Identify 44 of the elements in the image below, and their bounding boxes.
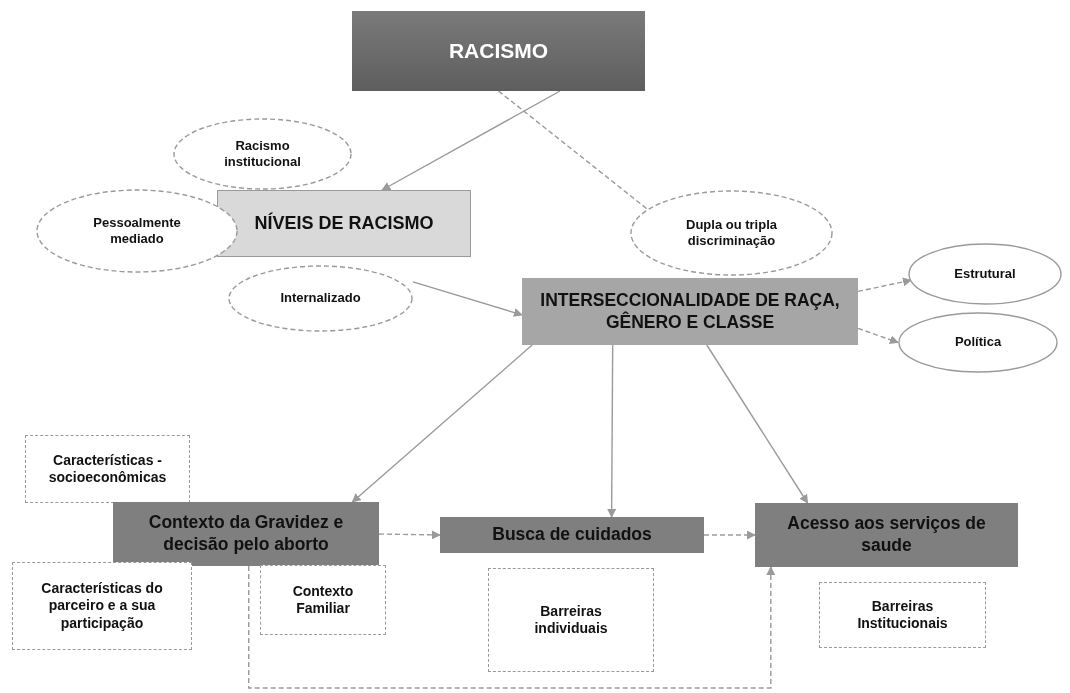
node-label: Busca de cuidados — [491, 524, 653, 546]
process-box — [217, 190, 471, 257]
node-label: Racismo institucional — [223, 137, 302, 171]
node-label: Características do parceiro e a sua participação — [40, 579, 164, 633]
dashed-box — [819, 582, 986, 648]
arrow — [703, 530, 756, 540]
arrow — [351, 344, 533, 503]
dashed-ellipse — [36, 189, 238, 273]
process-box — [440, 517, 704, 553]
dashed-ellipse — [173, 118, 352, 190]
node-label: Contexto Familiar — [291, 582, 355, 618]
node-label: Acesso aos serviços de saude — [786, 513, 987, 557]
ellipse — [898, 312, 1058, 373]
arrow — [381, 90, 561, 191]
dashed-ellipse — [630, 190, 833, 276]
process-box — [113, 502, 379, 566]
node-label: Contexto da Gravidez e decisão pelo aborto — [147, 512, 345, 556]
node-label: Dupla ou tripla discriminação — [685, 216, 778, 250]
title-text: RACISMO — [447, 37, 550, 64]
ellipse — [908, 243, 1062, 305]
node-label: Pessoalmente mediado — [92, 214, 182, 248]
dashed-box — [25, 435, 190, 503]
arrow — [706, 344, 809, 504]
node-label: Barreiras individuais — [533, 602, 609, 638]
arrow — [378, 530, 441, 540]
dashed-ellipse — [228, 265, 413, 332]
arrow — [248, 565, 776, 689]
node-label: Estrutural — [953, 265, 1017, 283]
arrow — [607, 344, 617, 518]
node-label: Política — [953, 334, 1003, 351]
node-label: Internalizado — [279, 290, 362, 307]
process-box — [522, 278, 858, 345]
arrow — [857, 277, 912, 293]
process-box — [755, 503, 1018, 567]
node-label: Barreiras Institucionais — [856, 597, 949, 633]
dashed-box — [12, 562, 192, 650]
arrow — [412, 281, 523, 317]
node-label: INTERSECCIONALIDADE DE RAÇA, GÊNERO E CLASSE — [539, 289, 841, 334]
dashed-box — [488, 568, 654, 672]
dashed-box — [260, 565, 386, 635]
node-label: Características - socioeconômicas — [47, 451, 168, 487]
title-box — [352, 11, 645, 91]
node-label: NÍVEIS DE RACISMO — [253, 212, 435, 235]
arrow — [857, 327, 899, 345]
